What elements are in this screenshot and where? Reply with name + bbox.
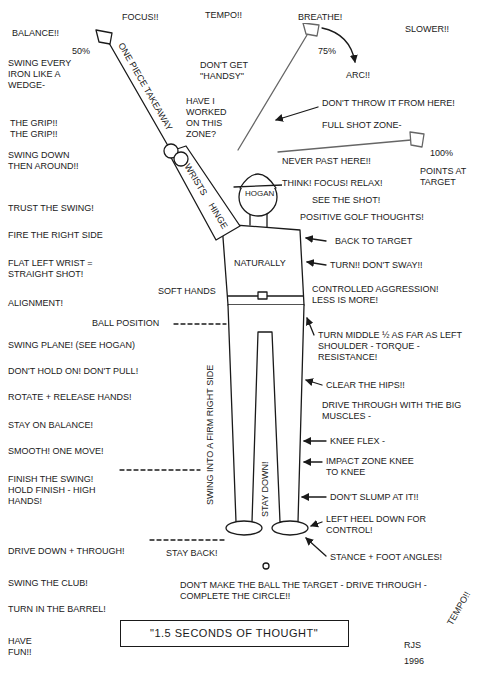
annotation-text: TEMPO!!	[205, 10, 242, 21]
neck	[266, 213, 267, 227]
caption-box: "1.5 SECONDS OF THOUGHT"	[120, 620, 349, 647]
annotation-text: ONE PIECE TAKEAWAY	[115, 41, 174, 133]
annotation-text: 75%	[318, 46, 336, 57]
leader-arrow	[306, 380, 322, 385]
annotation-text: ROTATE + RELEASE HANDS!	[8, 392, 131, 403]
annotation-text: THINK! FOCUS! RELAX!	[282, 178, 383, 189]
annotation-text: SWING PLANE! (SEE HOGAN)	[8, 340, 135, 351]
leader-arrow	[306, 238, 326, 241]
annotation-text: ALIGNMENT!	[8, 298, 63, 309]
leader-arrow	[307, 262, 326, 265]
annotation-text: TURN IN THE BARREL!	[8, 604, 106, 615]
annotation-text: STAY BACK!	[166, 548, 218, 559]
annotation-text: BALL POSITION	[92, 318, 159, 329]
club-shaft	[105, 36, 175, 158]
annotation-text: SOFT HANDS	[158, 286, 216, 297]
annotation-text: FULL SHOT ZONE-	[322, 120, 402, 131]
guide-line	[174, 323, 226, 324]
leader-arrow	[304, 440, 326, 441]
annotation-text: 50%	[72, 46, 90, 57]
annotation-text: BACK TO TARGET	[335, 236, 412, 247]
annotation-text: FINISH THE SWING! HOLD FINISH - HIGH HAN…	[8, 474, 118, 507]
annotation-text: FOCUS!!	[122, 12, 159, 23]
leader-arrow	[311, 522, 322, 526]
annotation-text: THE GRIP!! THE GRIP!!	[10, 118, 72, 140]
annotation-text: DON'T MAKE THE BALL THE TARGET - DRIVE T…	[180, 580, 430, 602]
annotation-text: BREATHE!	[298, 12, 342, 23]
annotation-text: NATURALLY	[234, 258, 286, 269]
annotation-text: NEVER PAST HERE!!	[282, 156, 371, 167]
annotation-text: DRIVE THROUGH WITH THE BIG MUSCLES -	[322, 400, 472, 422]
cap-brim	[234, 185, 283, 187]
club-shaft	[238, 30, 310, 150]
annotation-text: TURN MIDDLE ½ AS FAR AS LEFT SHOULDER - …	[318, 330, 468, 363]
annotation-text: DON'T THROW IT FROM HERE!	[322, 98, 455, 109]
guide-line	[120, 469, 200, 470]
belt-buckle	[258, 292, 267, 299]
golf-ball	[263, 563, 269, 569]
shoe	[226, 521, 262, 535]
annotation-text: SWING EVERY IRON LIKE A WEDGE-	[8, 58, 88, 91]
annotation-text: HOGAN	[245, 189, 274, 199]
annotation-text: KNEE FLEX -	[330, 436, 385, 447]
annotation-text: SWING THE CLUB!	[8, 578, 88, 589]
annotation-text: TRUST THE SWING!	[8, 203, 94, 214]
annotation-text: SMOOTH! ONE MOVE!	[8, 446, 104, 457]
annotation-text: DRIVE DOWN + THROUGH!	[8, 546, 125, 557]
club-head	[96, 30, 112, 44]
torso	[222, 224, 304, 305]
leader-arrow	[306, 538, 326, 556]
annotation-text: SWING DOWN THEN AROUND!!	[8, 150, 88, 172]
annotation-text: FIRE THE RIGHT SIDE	[8, 230, 103, 241]
annotation-text: SEE THE SHOT!	[312, 195, 380, 206]
legs	[228, 305, 304, 522]
annotation-text: CONTROLLED AGGRESSION! LESS IS MORE!	[312, 284, 462, 306]
annotation-text: DON'T GET "HANDSY"	[200, 60, 264, 82]
club-shaft	[278, 140, 411, 152]
leader-arrow	[302, 496, 326, 497]
annotation-text: 100%	[430, 148, 453, 159]
club-head	[303, 23, 319, 36]
leader-arrow	[304, 461, 322, 462]
annotation-text: STAY DOWN!	[260, 461, 271, 517]
annotation-text: DON'T SLUMP AT IT!!	[330, 492, 419, 503]
annotation-text: HAVE FUN!!	[8, 636, 52, 658]
annotation-text: IMPACT ZONE KNEE TO KNEE	[326, 456, 426, 478]
annotation-text: HAVE I WORKED ON THIS ZONE?	[186, 96, 242, 140]
annotation-text: POSITIVE GOLF THOUGHTS!	[300, 212, 424, 223]
annotation-text: CLEAR THE HIPS!!	[326, 380, 405, 391]
annotation-text: SWING INTO A FIRM RIGHT SIDE	[205, 365, 216, 505]
shoe	[272, 521, 308, 535]
annotation-text: SLOWER!!	[405, 24, 449, 35]
club-head	[410, 132, 424, 147]
annotation-text: ARC!!	[346, 70, 370, 81]
annotation-text: DON'T HOLD ON! DON'T PULL!	[8, 366, 138, 377]
guide-line	[150, 539, 224, 540]
caption-text: "1.5 SECONDS OF THOUGHT"	[150, 627, 318, 640]
annotation-text: LEFT HEEL DOWN FOR CONTROL!	[326, 514, 426, 536]
annotation-text: FLAT LEFT WRIST = STRAIGHT SHOT!	[8, 258, 100, 280]
annotation-text: STANCE + FOOT ANGLES!	[330, 552, 442, 563]
arms	[168, 146, 240, 240]
annotation-text: TURN!! DON'T SWAY!!	[330, 260, 423, 271]
annotation-text: POINTS AT TARGET	[420, 166, 484, 188]
leader-arrow	[307, 318, 314, 335]
leader-arrow	[276, 107, 318, 120]
annotation-text: TEMPO!!	[445, 590, 473, 628]
annotation-text: STAY ON BALANCE!	[8, 420, 93, 431]
annotation-text: RJS	[404, 640, 421, 651]
annotation-text: BALANCE!!	[12, 28, 59, 39]
annotation-text: 1996	[404, 656, 424, 667]
